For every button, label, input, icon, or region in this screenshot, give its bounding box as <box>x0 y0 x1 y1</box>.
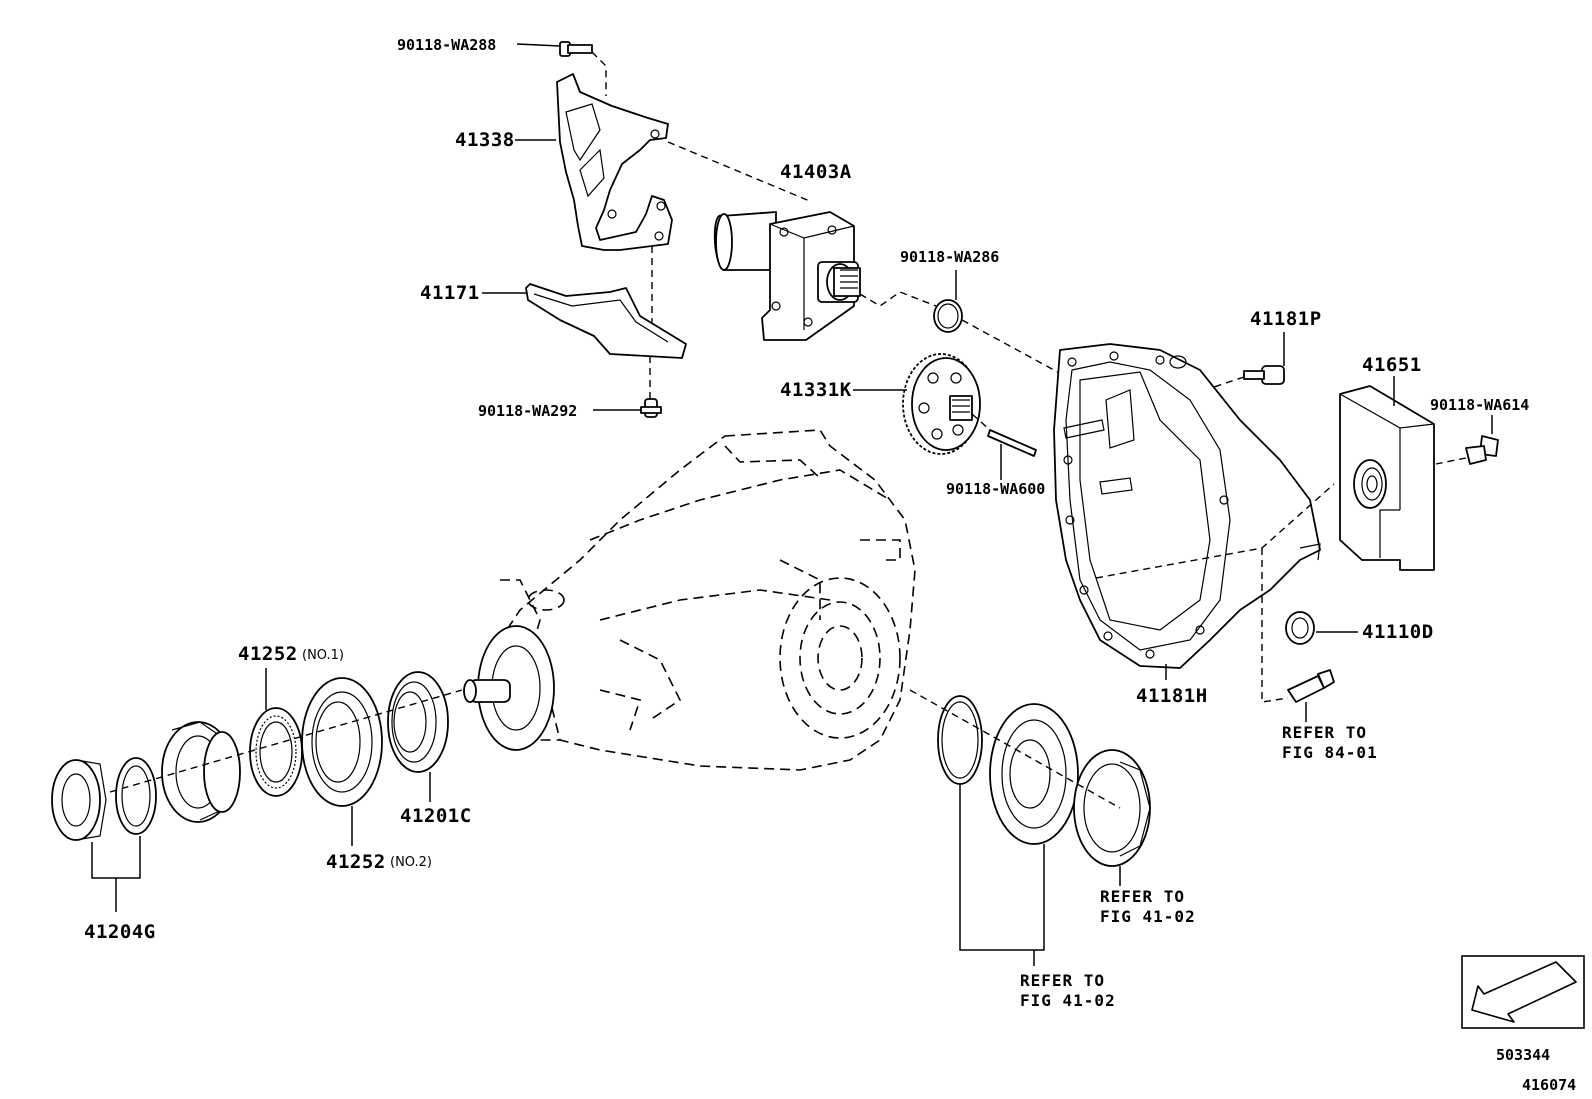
shim-41252-no1[interactable] <box>249 707 303 797</box>
label-41651: 41651 <box>1362 354 1422 376</box>
dash-side-bolt <box>1435 457 1467 465</box>
label-90118-wa292: 90118-WA292 <box>478 402 577 420</box>
bolt-90118-wa614[interactable] <box>1465 435 1499 465</box>
pin-90118-wa600[interactable] <box>987 429 1037 457</box>
refer-84-01-line2: FIG 84-01 <box>1282 743 1378 762</box>
plug-41110d[interactable] <box>1285 611 1315 645</box>
label-41204g: 41204G <box>84 921 156 943</box>
label-90118-wa614: 90118-WA614 <box>1430 396 1529 414</box>
sensor-refer-84-01[interactable] <box>1287 669 1335 703</box>
dash-actuator-to-oring <box>859 291 937 307</box>
dash-gear-to-pin <box>971 413 991 431</box>
label-90118-wa600: 90118-WA600 <box>946 480 1045 498</box>
side-oring-refer-41-02[interactable] <box>937 695 983 785</box>
plate-41171[interactable] <box>525 283 687 359</box>
refer-41-02-b-line2: FIG 41-02 <box>1100 907 1196 926</box>
bolt-41181p[interactable] <box>1243 365 1285 385</box>
pinion-flange <box>463 625 555 751</box>
bracket-41338[interactable] <box>556 73 673 251</box>
differential-housing <box>499 429 916 771</box>
refer-41-02-a-line2: FIG 41-02 <box>1020 991 1116 1010</box>
leader-bolt-wa288 <box>516 43 561 47</box>
oring-90118-wa286[interactable] <box>933 299 963 333</box>
label-41171: 41171 <box>420 282 480 304</box>
side-cover-41651[interactable] <box>1339 385 1435 571</box>
side-bearing-refer-41-02[interactable] <box>989 703 1079 845</box>
refer-41-02-b-line1: REFER TO <box>1100 887 1185 906</box>
bolt-90118-wa288[interactable] <box>559 41 593 57</box>
bracket-line-refer-41-02-a <box>959 784 1045 951</box>
bracket-line-41204g <box>91 836 141 879</box>
dash-bracket-to-actuator <box>667 141 813 203</box>
figure-code: 416074 <box>1522 1076 1576 1094</box>
bolt-90118-wa292[interactable] <box>640 398 662 418</box>
front-bearing[interactable] <box>161 721 241 823</box>
gear-41331k[interactable] <box>902 353 981 455</box>
dash-bolt-to-cover <box>1213 376 1245 388</box>
note-no2: (NO.2) <box>390 855 432 870</box>
label-41181p: 41181P <box>1250 308 1322 330</box>
dash-oring-to-cover <box>961 319 1077 383</box>
label-41338: 41338 <box>455 129 515 151</box>
note-no1: (NO.1) <box>302 648 344 663</box>
dash-pinion-axis <box>109 689 463 793</box>
seal-41201c[interactable] <box>387 671 449 773</box>
label-41181h: 41181H <box>1136 685 1208 707</box>
shim-41252-no2[interactable] <box>301 677 383 807</box>
side-race-refer-41-02[interactable] <box>1073 749 1151 867</box>
dash-cover-to-sensor <box>1261 548 1289 703</box>
label-41331k: 41331K <box>780 379 852 401</box>
label-41403a: 41403A <box>780 161 852 183</box>
front-direction-arrow-icon <box>1461 955 1585 1029</box>
legend-code: 503344 <box>1496 1046 1550 1064</box>
dash-side-axis <box>909 689 1121 809</box>
label-41252-no2: 41252 <box>326 851 386 873</box>
actuator-41403a[interactable] <box>713 211 861 341</box>
refer-41-02-a-line1: REFER TO <box>1020 971 1105 990</box>
nut-41204g[interactable] <box>51 759 107 841</box>
refer-84-01-line1: REFER TO <box>1282 723 1367 742</box>
label-41201c: 41201C <box>400 805 472 827</box>
label-90118-wa288: 90118-WA288 <box>397 36 496 54</box>
washer-41204g[interactable] <box>115 757 157 835</box>
cover-41181h[interactable] <box>1053 343 1321 669</box>
label-90118-wa286: 90118-WA286 <box>900 248 999 266</box>
label-41252-no1: 41252 <box>238 643 298 665</box>
label-41110d: 41110D <box>1362 621 1434 643</box>
dash-bolt-to-bracket <box>591 51 607 96</box>
